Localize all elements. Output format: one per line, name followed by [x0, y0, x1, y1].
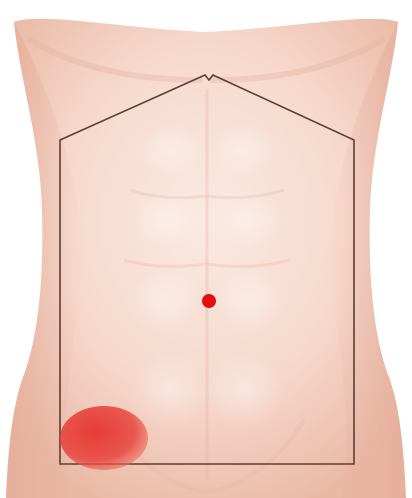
- umbilicus-marker: [202, 294, 216, 308]
- pain-region-right-lower-quadrant: [60, 406, 148, 470]
